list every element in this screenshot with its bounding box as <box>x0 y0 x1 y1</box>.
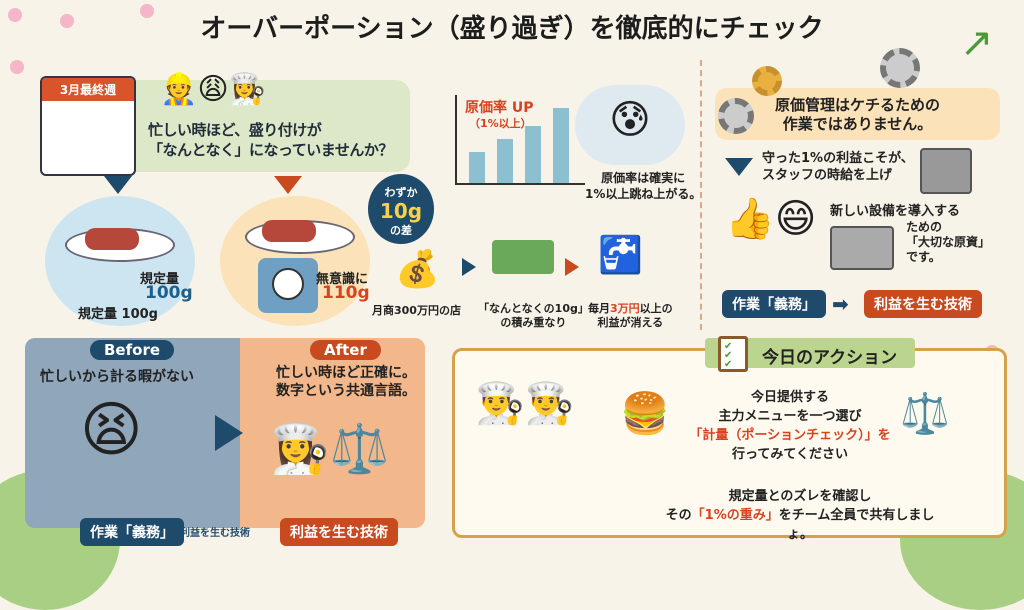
arrow-down-icon <box>104 176 132 194</box>
arrow-label: 利益を生む技術 <box>180 528 250 539</box>
after-text: 忙しい時ほど正確に。数字という共通言語。 <box>276 365 416 399</box>
arrow-right-icon: ➡ <box>832 292 849 316</box>
standard-caption: 規定量 100g <box>78 307 158 322</box>
calendar-icon: 3月最終週 <box>40 76 136 176</box>
before-text: 忙しいから計る暇がない <box>40 369 194 385</box>
gear-icon <box>880 48 920 88</box>
busy-chef-illustration: 😫 <box>80 395 143 465</box>
chart-bar <box>469 152 485 183</box>
cost-rate-chart: 原価率 UP （1%以上） <box>455 95 585 185</box>
arrow-right-icon <box>462 258 476 276</box>
duty-label: 作業「義務」 <box>80 518 184 546</box>
standard-label: 規定量 <box>140 272 180 287</box>
sakura-icon <box>8 8 22 22</box>
happy-staff-illustration: 👍😄 <box>725 196 817 242</box>
action-instructions: 今日提供する 主力メニューを一つ選び 「計量（ポーションチェック）」を 行ってみ… <box>689 390 891 462</box>
faucet-icon: 🚰 <box>598 235 643 276</box>
calm-staff-illustration: 👩‍🍳⚖️ <box>270 421 390 477</box>
over-label: 無意識に <box>316 272 369 287</box>
calendar-label: 3月最終週 <box>42 78 134 101</box>
arrow-down-icon <box>725 158 753 176</box>
money-bags-icon: 💰 <box>395 249 440 290</box>
question-text: 忙しい時ほど、盛り付けが「なんとなく」になっていませんか？ <box>148 121 393 159</box>
arrow-down-icon <box>274 176 302 194</box>
cost-management-banner <box>715 88 1000 140</box>
microwave-icon <box>830 226 894 270</box>
gear-icon <box>718 98 754 134</box>
flow-label-store: 月商300万円の店 <box>372 304 461 317</box>
over-value: 110g <box>322 283 370 303</box>
chart-subtitle: （1%以上） <box>469 117 532 130</box>
sakura-icon <box>10 60 24 74</box>
equipment-text-cont: ための「大切な原資」です。 <box>906 220 991 264</box>
page-title: オーバーポーション（盛り過ぎ）を徹底的にチェック <box>200 14 824 44</box>
oven-icon <box>920 148 972 194</box>
equipment-text: 新しい設備を導入する <box>830 204 961 219</box>
chart-bar <box>497 139 513 183</box>
chart-bar <box>525 125 541 183</box>
after-tag: After <box>310 340 381 360</box>
duty-label: 作業「義務」 <box>722 290 826 318</box>
standard-value: 100g <box>145 283 193 303</box>
after-panel <box>240 338 425 528</box>
action-share-text: 規定量とのズレを確認し その「1%の重み」をチーム全員で共有しましょ。 <box>665 489 935 542</box>
divider <box>700 60 702 330</box>
tired-staff-illustration: 👷😩👩‍🍳 <box>160 72 266 107</box>
action-heading: 今日のアクション <box>762 348 898 368</box>
sakura-icon <box>140 4 154 18</box>
flow-label-accumulation: 「なんとなくの10g」の積み重なり <box>478 302 589 329</box>
arrow-right-icon <box>565 258 579 276</box>
sakura-icon <box>60 14 74 28</box>
gear-icon <box>752 66 782 96</box>
steak-icon <box>262 220 316 242</box>
banner-text: 原価管理はケチるための作業ではありません。 <box>775 96 941 133</box>
steak-icon <box>85 228 139 250</box>
checklist-icon: ✔✔✔ <box>718 336 748 372</box>
dripping-cash-icon <box>492 240 554 274</box>
profit-text: 守った1%の利益こそが、スタッフの時給を上げ <box>762 151 914 183</box>
scale-icon <box>258 258 318 313</box>
weighing-staff-illustration: ⚖️ <box>900 391 950 437</box>
chef-burger-illustration: 🍔 <box>620 391 670 437</box>
flow-label-loss: 毎月3万円以上の利益が消える <box>588 302 673 329</box>
before-tag: Before <box>90 340 175 360</box>
profit-skill-label: 利益を生む技術 <box>280 518 398 546</box>
before-panel <box>25 338 240 528</box>
chart-bar <box>553 108 569 183</box>
chart-title: 原価率 UP <box>465 100 534 116</box>
kitchen-team-illustration: 👨‍🍳👨‍🍳 <box>475 381 575 427</box>
worried-manager-thought: 😰 <box>575 85 685 165</box>
profit-skill-label: 利益を生む技術 <box>864 290 982 318</box>
growth-arrow-icon: ↗ <box>960 20 994 66</box>
arrow-right-icon <box>215 415 243 451</box>
